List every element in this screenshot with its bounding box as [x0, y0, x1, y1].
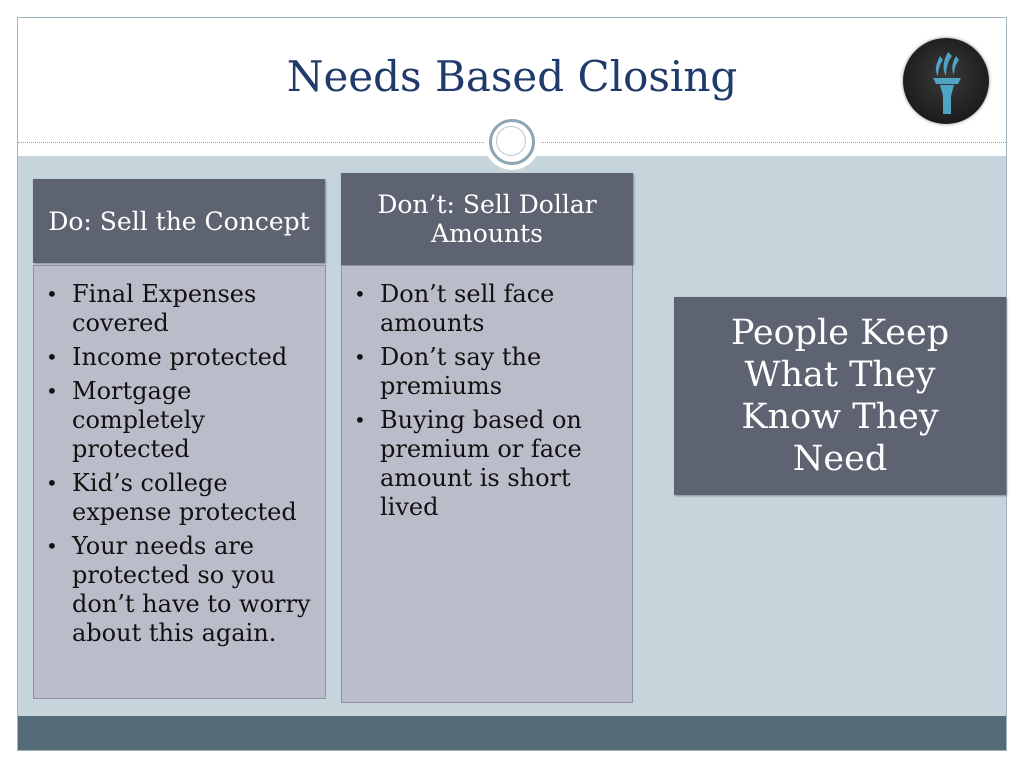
list-item: Buying based on premium or face amount i… — [354, 406, 626, 522]
do-column-body: Final Expenses covered Income protected … — [33, 265, 326, 699]
header-ring-ornament — [484, 114, 540, 170]
list-item: Final Expenses covered — [46, 280, 319, 338]
do-list: Final Expenses covered Income protected … — [34, 266, 325, 648]
list-item: Kid’s college expense protected — [46, 469, 319, 527]
list-item: Your needs are protected so you don’t ha… — [46, 532, 319, 648]
do-column-header: Do: Sell the Concept — [33, 179, 325, 263]
do-column-title: Do: Sell the Concept — [48, 206, 310, 236]
callout-text: People Keep What They Know They Need — [730, 313, 950, 479]
torch-icon — [903, 38, 989, 124]
dont-column-header: Don’t: Sell Dollar Amounts — [341, 173, 633, 265]
footer-bar — [18, 716, 1006, 750]
dont-column-title: Don’t: Sell Dollar Amounts — [377, 190, 597, 248]
slide-title: Needs Based Closing — [286, 52, 738, 101]
list-item: Don’t sell face amounts — [354, 280, 626, 338]
callout-box: People Keep What They Know They Need — [674, 297, 1006, 495]
dont-column-body: Don’t sell face amounts Don’t say the pr… — [341, 265, 633, 703]
dont-list: Don’t sell face amounts Don’t say the pr… — [342, 266, 632, 522]
list-item: Mortgage completely protected — [46, 377, 319, 464]
list-item: Income protected — [46, 343, 319, 372]
list-item: Don’t say the premiums — [354, 343, 626, 401]
